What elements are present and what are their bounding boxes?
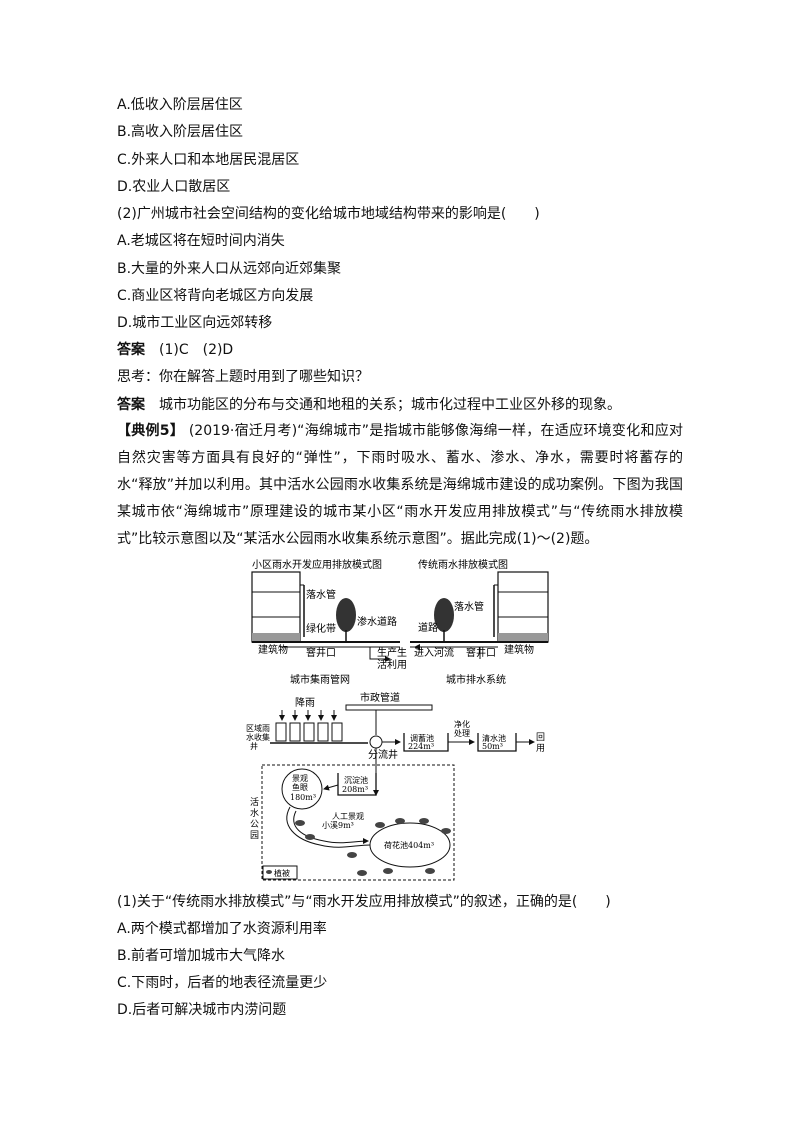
q3-option-d: D.后者可解决城市内涝问题: [117, 1002, 287, 1018]
example-5-paragraph: 【典例5】 (2019·宿迁月考)“海绵城市”是指城市能够像海绵一样，在适应环境…: [117, 418, 683, 553]
green-belt-label: 绿化带: [306, 622, 336, 635]
rain-arrows: [279, 710, 337, 721]
q3-option-b: B.前者可增加城市大气降水: [117, 948, 286, 964]
question-3-stem: (1)关于“传统雨水排放模式”与“雨水开发应用排放模式”的叙述，正确的是( ): [117, 894, 611, 910]
tree-icon: [434, 598, 454, 641]
reuse-label: 回 用: [536, 732, 548, 754]
settle-pool: [337, 773, 377, 796]
reuse-line-2: 用: [536, 743, 545, 754]
example-text: (2019·宿迁月考)“海绵城市”是指城市能够像海绵一样，在适应环境变化和应对自…: [117, 423, 683, 547]
answer-label: 答案: [117, 397, 145, 413]
answer-label: 答案: [117, 342, 145, 358]
reuse-line-1: 回: [536, 732, 545, 743]
q3-option-a: A.两个模式都增加了水资源利用率: [117, 921, 327, 937]
park-boundary: [261, 764, 455, 881]
option-b: B.高收入阶层居住区: [117, 124, 244, 140]
right-figure-title: 传统雨水排放模式图: [418, 558, 508, 571]
q2-option-c: C.商业区将背向老城区方向发展: [117, 288, 314, 304]
purify-line-2: 处理: [454, 728, 470, 738]
lotus-pond-label: 荷花池404m³: [384, 840, 434, 850]
left-building-label: 建筑物: [258, 643, 288, 656]
seep-road-label: 渗水道路: [357, 615, 397, 628]
park-line-3: 公: [250, 819, 259, 830]
stream-path: [286, 806, 371, 848]
collect-well-line-2: 水收集: [246, 732, 270, 742]
usage-line-2: 活利用: [377, 659, 407, 671]
rain-label: 降雨: [295, 696, 315, 709]
think-question: 思考：你在解答上题时用到了哪些知识？: [117, 369, 369, 385]
clear-pool-volume: 50m³: [482, 742, 503, 751]
purify-label: 净化 处理: [454, 719, 473, 738]
option-d: D.农业人口散居区: [117, 179, 231, 195]
regulate-pool-volume: 224m³: [408, 742, 434, 751]
sponge-city-figure: 小区雨水开发应用排放模式图 传统雨水排放模式图 落水管 绿化带 渗水道路 建筑物…: [246, 558, 549, 881]
vegetation-label: 植被: [274, 868, 290, 878]
park-line-1: 活: [250, 796, 259, 808]
right-caption: 城市排水系统: [446, 673, 506, 686]
collect-well-line-1: 区域雨: [246, 723, 270, 733]
collect-wells: [275, 722, 343, 742]
collect-well-label: 区域雨 水收集 井: [246, 723, 273, 751]
to-river-label: 进入河流: [414, 646, 454, 659]
split-well: [369, 735, 383, 749]
split-well-label: 分流井: [368, 748, 398, 761]
fish-pond: [281, 768, 323, 810]
regulate-pool-label: 调蓄池: [410, 733, 434, 743]
park-line-4: 园: [250, 830, 259, 841]
settle-pool-volume: 208m³: [342, 785, 368, 794]
left-building: [251, 571, 301, 643]
answer-1: 答案 (1)C (2)D: [117, 340, 233, 360]
right-downpipe-label: 落水管: [454, 600, 484, 613]
option-a: A.低收入阶层居住区: [117, 97, 243, 113]
purify-line-1: 净化: [454, 719, 470, 729]
usage-label: 生产生 活利用: [377, 646, 410, 671]
stream-line-2: 小溪9m³: [322, 820, 354, 830]
park-line-2: 水: [250, 807, 259, 819]
option-c: C.外来人口和本地居民混居区: [117, 152, 300, 168]
q3-option-c: C.下雨时，后者的地表径流量更少: [117, 975, 328, 991]
municipal-pipe-label: 市政管道: [360, 691, 400, 704]
left-caption: 城市集雨管网: [290, 673, 350, 686]
settle-pool-label: 沉淀池: [344, 775, 368, 785]
tree-icon: [336, 598, 356, 641]
answer-text: 城市功能区的分布与交通和地租的关系；城市化过程中工业区外移的现象。: [159, 397, 621, 413]
park-label: 活 水 公 园: [250, 796, 262, 841]
right-manhole-label: 窨井口: [466, 646, 496, 659]
fish-pond-line-2: 鱼眼: [292, 782, 308, 792]
right-building-label: 建筑物: [504, 643, 534, 656]
clear-pool-label: 清水池: [482, 733, 506, 743]
q2-option-d: D.城市工业区向远郊转移: [117, 315, 273, 331]
road-label: 道路: [418, 621, 438, 634]
left-downpipe-label: 落水管: [306, 588, 336, 601]
q2-option-a: A.老城区将在短时间内消失: [117, 233, 285, 249]
stream-label: 人工景观 小溪9m³: [322, 812, 367, 830]
left-manhole-label: 窨井口: [306, 646, 336, 659]
left-figure-title: 小区雨水开发应用排放模式图: [252, 558, 382, 571]
fish-pond-volume: 180m³: [290, 793, 316, 802]
fish-pond-label: 景观 鱼眼: [292, 774, 311, 792]
lotus-pond: [369, 822, 451, 868]
answer-2: 答案城市功能区的分布与交通和地租的关系；城市化过程中工业区外移的现象。: [117, 395, 621, 415]
question-2-stem: (2)广州城市社会空间结构的变化给城市地域结构带来的影响是( ): [117, 206, 540, 222]
right-building: [497, 571, 549, 643]
fish-pond-line-1: 景观: [292, 774, 308, 783]
stream-line-1: 人工景观: [332, 812, 364, 821]
collect-well-line-3: 井: [250, 741, 258, 751]
vegetation-legend: [262, 865, 298, 880]
answer-text: (1)C (2)D: [159, 342, 234, 358]
municipal-pipe: [345, 704, 433, 711]
usage-line-1: 生产生: [377, 646, 407, 659]
example-tag: 【典例5】: [117, 423, 185, 439]
vegetation-icons: [295, 818, 451, 876]
q2-option-b: B.大量的外来人口从远郊向近郊集聚: [117, 261, 342, 277]
